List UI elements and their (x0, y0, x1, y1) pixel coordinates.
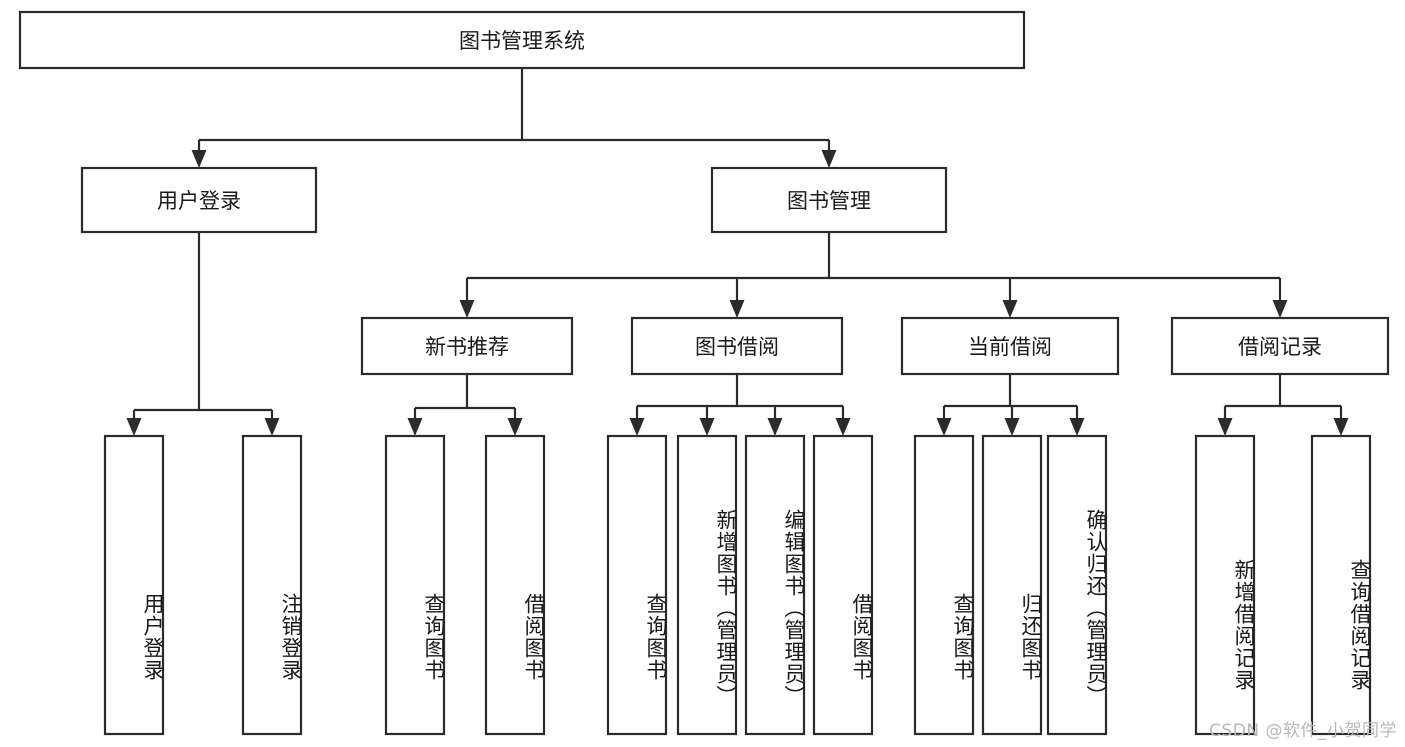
node-box-l2_2[interactable] (900, 316, 1120, 376)
edges-layer (126, 68, 1349, 436)
arrow-head-icon (1069, 418, 1085, 436)
arrow-head-icon (1217, 418, 1233, 436)
node-box-l1_1[interactable] (710, 166, 948, 234)
node-box-leaf_9[interactable] (981, 434, 1043, 736)
arrow-head-icon (767, 418, 783, 436)
node-label-leaf_1: 注销登录 (279, 592, 303, 681)
arrow-head-icon (699, 418, 715, 436)
node-label-l2_2: 当前借阅 (968, 335, 1052, 359)
node-label-l1_1: 图书管理 (787, 189, 871, 213)
node-box-leaf_11[interactable] (1194, 434, 1256, 736)
node-label-leaf_9: 归还图书 (1019, 592, 1043, 681)
arrow-head-icon (821, 150, 837, 168)
node-box-leaf_5[interactable] (676, 434, 738, 736)
node-label-leaf_7: 借阅图书 (850, 592, 874, 681)
node-box-leaf_0[interactable] (103, 434, 165, 736)
node-box-leaf_6[interactable] (744, 434, 806, 736)
node-label-leaf_2: 查询图书 (422, 592, 446, 681)
nodes-layer (18, 10, 1390, 736)
node-label-l2_0: 新书推荐 (425, 335, 509, 359)
arrow-head-icon (459, 300, 475, 318)
node-box-leaf_7[interactable] (812, 434, 874, 736)
arrow-head-icon (264, 418, 280, 436)
node-label-leaf_5: 新增图书（管理员） (714, 508, 738, 707)
arrow-head-icon (835, 418, 851, 436)
node-box-leaf_10[interactable] (1046, 434, 1108, 736)
arrow-head-icon (629, 418, 645, 436)
node-box-root[interactable] (18, 10, 1026, 70)
node-label-leaf_0: 用户登录 (141, 592, 165, 681)
arrow-head-icon (1333, 418, 1349, 436)
arrow-head-icon (126, 418, 142, 436)
node-box-leaf_4[interactable] (606, 434, 668, 736)
node-box-leaf_8[interactable] (913, 434, 975, 736)
node-label-l2_3: 借阅记录 (1238, 335, 1322, 359)
node-box-l2_0[interactable] (360, 316, 574, 376)
node-box-leaf_12[interactable] (1310, 434, 1372, 736)
arrow-head-icon (407, 418, 423, 436)
arrow-head-icon (936, 418, 952, 436)
node-label-leaf_6: 编辑图书（管理员） (782, 508, 806, 707)
node-label-root: 图书管理系统 (459, 29, 585, 53)
node-label-leaf_11: 新增借阅记录 (1232, 559, 1256, 691)
node-box-leaf_1[interactable] (241, 434, 303, 736)
node-label-leaf_4: 查询图书 (644, 592, 668, 681)
node-label-leaf_3: 借阅图书 (522, 592, 546, 681)
node-label-l1_0: 用户登录 (157, 189, 241, 213)
node-label-leaf_8: 查询图书 (951, 592, 975, 681)
node-box-l1_0[interactable] (80, 166, 318, 234)
node-label-leaf_10: 确认归还（管理员） (1084, 508, 1108, 707)
node-box-leaf_3[interactable] (484, 434, 546, 736)
arrow-head-icon (507, 418, 523, 436)
arrow-head-icon (1004, 418, 1020, 436)
node-box-leaf_2[interactable] (384, 434, 446, 736)
arrow-head-icon (729, 300, 745, 318)
node-box-l2_3[interactable] (1170, 316, 1390, 376)
node-box-l2_1[interactable] (630, 316, 844, 376)
arrow-head-icon (1272, 300, 1288, 318)
arrow-head-icon (1002, 300, 1018, 318)
arrow-head-icon (191, 150, 207, 168)
node-label-leaf_12: 查询借阅记录 (1348, 559, 1372, 691)
node-label-l2_1: 图书借阅 (695, 335, 779, 359)
